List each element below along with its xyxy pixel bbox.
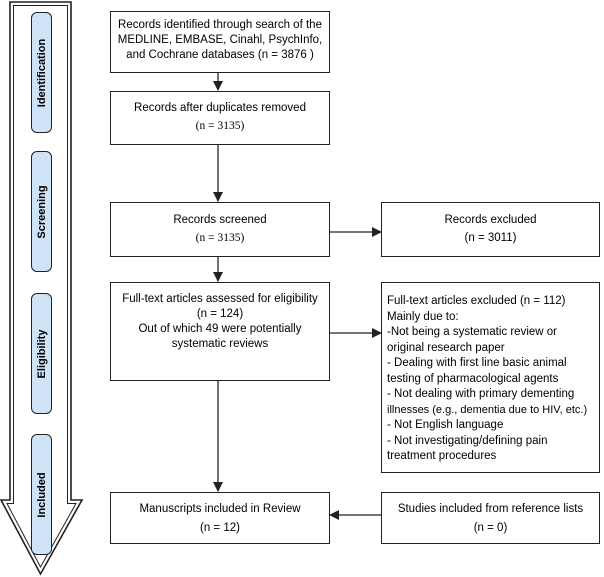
text-line: - Not dealing with primary dementing <box>387 388 575 400</box>
text-line: - Not investigating/defining pain <box>387 434 548 447</box>
text-line: systematic reviews <box>171 338 269 350</box>
text-line: MEDLINE, EMBASE, Cinahl, PsychInfo, <box>117 34 323 46</box>
text-line: - Dealing with first line basic animal <box>387 357 567 369</box>
text-line: Records after duplicates removed <box>134 102 306 114</box>
text-line: Records screened <box>173 214 267 226</box>
duplicates-removed-box: Records after duplicates removed (n = 31… <box>110 91 330 145</box>
text-line: Records excluded <box>444 214 537 226</box>
stage-screening: Screening <box>31 151 52 272</box>
fulltext-excluded-box: Full-text articles excluded (n = 112) Ma… <box>381 282 600 473</box>
text-line: original research paper <box>387 341 505 354</box>
text-line: Records identified through search of the <box>118 19 322 31</box>
records-screened-box: Records screened (n = 3135) <box>110 202 330 257</box>
text-line: (n = 3011) <box>464 232 517 244</box>
manuscripts-included-box: Manuscripts included in Review (n = 12) <box>110 492 330 544</box>
fulltext-assessed-box: Full-text articles assessed for eligibil… <box>110 282 330 381</box>
text-line: (n = 3135) <box>195 232 245 244</box>
text-line: Full-text articles excluded (n = 112) <box>387 295 566 307</box>
text-line: (n = 12) <box>200 522 240 534</box>
text-line: (n = 124) <box>196 308 244 320</box>
text-line: (n = 3135) <box>195 120 245 132</box>
records-excluded-box: Records excluded (n = 3011) <box>381 202 600 257</box>
stage-identification: Identification <box>31 12 52 133</box>
text-line: Manuscripts included in Review <box>139 503 301 515</box>
text-line: Studies included from reference lists <box>397 503 584 515</box>
text-line: (n = 0) <box>473 522 508 534</box>
reference-lists-box: Studies included from reference lists (n… <box>381 492 600 544</box>
records-identified-box: Records identified through search of the… <box>110 11 330 73</box>
text-line: - Not English language <box>387 419 504 431</box>
text-line: treatment procedures <box>387 450 497 462</box>
text-line: Mainly due to: <box>387 310 459 323</box>
stage-included: Included <box>31 434 52 555</box>
stage-eligibility: Eligibility <box>31 293 52 414</box>
text-line: testing of pharmacological agents <box>387 372 559 385</box>
text-line: and Cochrane databases (n = 3876 ) <box>126 49 314 61</box>
text-line: Full-text articles assessed for eligibil… <box>122 293 318 305</box>
text-line: -Not being a systematic review or <box>387 326 558 338</box>
text-line: Out of which 49 were potentially <box>138 323 302 335</box>
text-line: illnesses (e.g., dementia due to HIV, et… <box>387 403 588 416</box>
